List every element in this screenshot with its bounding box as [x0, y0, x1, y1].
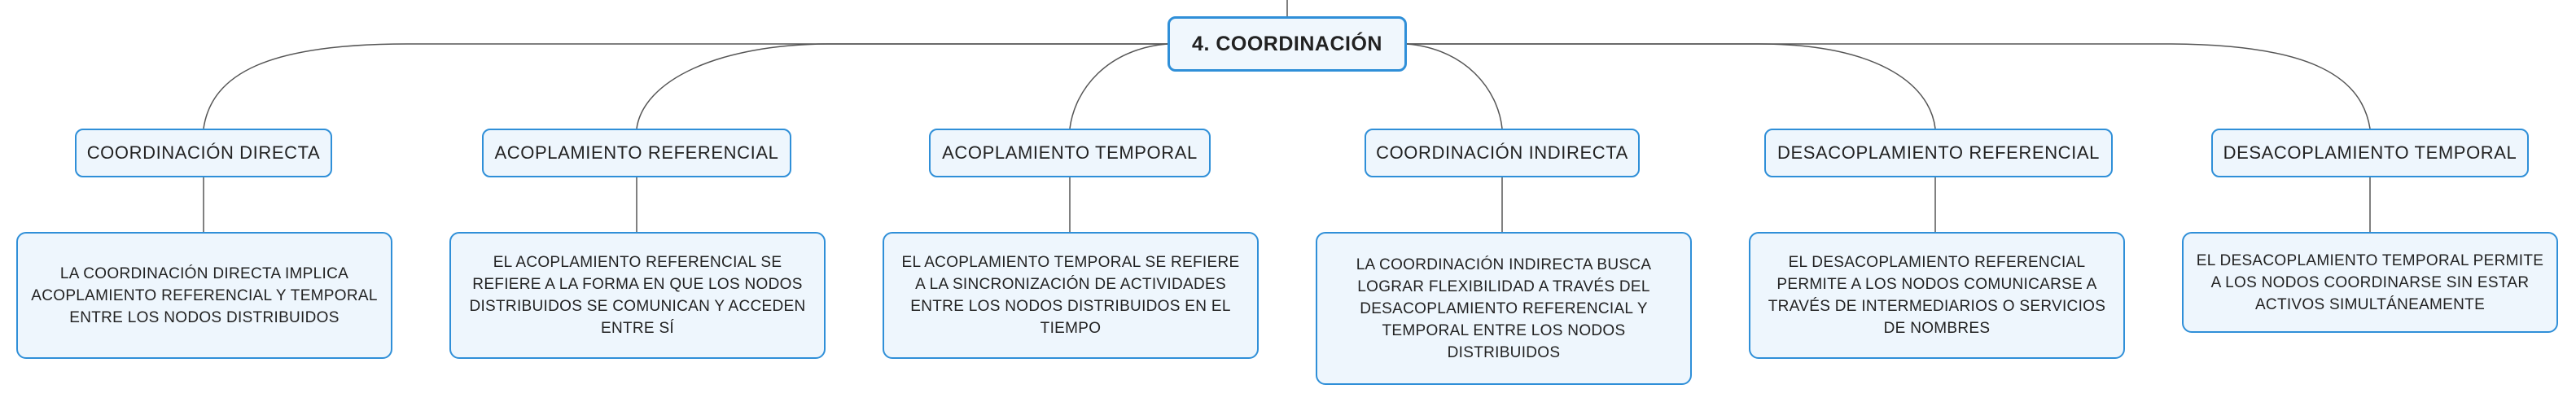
branch-label: COORDINACIÓN DIRECTA	[86, 142, 321, 163]
branch-node-desacoplamiento-referencial[interactable]: DESACOPLAMIENTO REFERENCIAL	[1764, 129, 2113, 177]
branch-node-desacoplamiento-temporal[interactable]: DESACOPLAMIENTO TEMPORAL	[2211, 129, 2529, 177]
description-text: LA COORDINACIÓN DIRECTA IMPLICA ACOPLAMI…	[31, 264, 378, 326]
description-node-coordinacion-directa[interactable]: LA COORDINACIÓN DIRECTA IMPLICA ACOPLAMI…	[16, 232, 392, 359]
branch-node-acoplamiento-temporal[interactable]: ACOPLAMIENTO TEMPORAL	[929, 129, 1211, 177]
description-text: EL ACOPLAMIENTO TEMPORAL SE REFIERE A LA…	[901, 254, 1240, 337]
branch-node-acoplamiento-referencial[interactable]: ACOPLAMIENTO REFERENCIAL	[482, 129, 791, 177]
description-node-acoplamiento-referencial[interactable]: EL ACOPLAMIENTO REFERENCIAL SE REFIERE A…	[449, 232, 826, 359]
description-text: EL ACOPLAMIENTO REFERENCIAL SE REFIERE A…	[469, 254, 806, 337]
root-branch-connector	[1406, 43, 1503, 129]
root-branch-connector	[636, 43, 1168, 129]
branch-label: ACOPLAMIENTO TEMPORAL	[942, 142, 1198, 163]
description-node-desacoplamiento-referencial[interactable]: EL DESACOPLAMIENTO REFERENCIAL PERMITE A…	[1749, 232, 2125, 359]
description-node-coordinacion-indirecta[interactable]: LA COORDINACIÓN INDIRECTA BUSCA LOGRAR F…	[1316, 232, 1692, 385]
branch-label: DESACOPLAMIENTO REFERENCIAL	[1777, 142, 2100, 163]
root-branch-connector	[1069, 43, 1168, 129]
branch-label: ACOPLAMIENTO REFERENCIAL	[494, 142, 779, 163]
description-text: EL DESACOPLAMIENTO TEMPORAL PERMITE A LO…	[2196, 251, 2544, 313]
root-label: 4. COORDINACIÓN	[1192, 32, 1382, 55]
description-node-acoplamiento-temporal[interactable]: EL ACOPLAMIENTO TEMPORAL SE REFIERE A LA…	[883, 232, 1259, 359]
description-text: EL DESACOPLAMIENTO REFERENCIAL PERMITE A…	[1768, 254, 2106, 337]
root-branch-connector	[1407, 43, 2371, 129]
description-node-desacoplamiento-temporal[interactable]: EL DESACOPLAMIENTO TEMPORAL PERMITE A LO…	[2182, 232, 2558, 333]
root-node[interactable]: 4. COORDINACIÓN	[1168, 16, 1407, 72]
branch-node-coordinacion-indirecta[interactable]: COORDINACIÓN INDIRECTA	[1365, 129, 1640, 177]
branch-label: COORDINACIÓN INDIRECTA	[1376, 142, 1628, 163]
root-branch-connector	[1407, 43, 1936, 129]
description-text: LA COORDINACIÓN INDIRECTA BUSCA LOGRAR F…	[1356, 256, 1652, 361]
branch-label: DESACOPLAMIENTO TEMPORAL	[2223, 142, 2517, 163]
branch-node-coordinacion-directa[interactable]: COORDINACIÓN DIRECTA	[75, 129, 332, 177]
root-branch-connector	[203, 43, 1168, 129]
